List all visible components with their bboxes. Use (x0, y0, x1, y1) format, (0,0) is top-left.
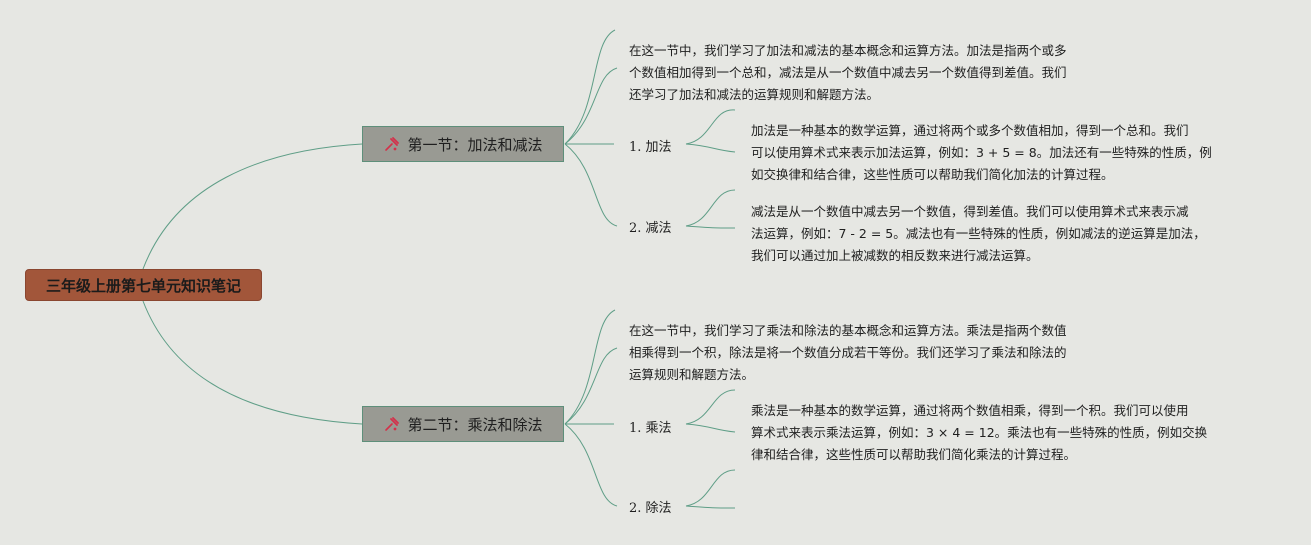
section-2-summary: 在这一节中，我们学习了乘法和除法的基本概念和运算方法。乘法是指两个数值 相乘得到… (629, 323, 1067, 382)
connector-s1-i1-detail (685, 109, 736, 145)
connector-s1-item-2 (564, 143, 618, 227)
subtopic-label-addition[interactable]: 1. 加法 (629, 140, 672, 155)
connector-s2-item-2 (564, 423, 618, 507)
connector-s2-summary (564, 309, 616, 425)
subtopic-detail-subtraction: 减法是从一个数值中减去另一个数值，得到差值。我们可以使用算术式来表示减 法运算，… (751, 204, 1206, 263)
connector-s2-i1-detail-b (685, 423, 736, 433)
connector-s1-summary (564, 29, 616, 145)
connector-s1-i2-detail (685, 189, 736, 227)
section-node-1[interactable]: 第一节：加法和减法 (362, 126, 564, 162)
connector-s1-i1-detail-b (685, 143, 736, 153)
subtopic-detail-addition: 加法是一种基本的数学运算，通过将两个或多个数值相加，得到一个总和。我们 可以使用… (751, 123, 1212, 182)
root-label: 三年级上册第七单元知识笔记 (45, 276, 241, 295)
connector-root-section-1 (142, 143, 363, 270)
section-label: 第二节：乘法和除法 (407, 415, 543, 434)
subtopic-label-division[interactable]: 2. 除法 (629, 501, 672, 516)
connector-s2-i2-detail-b (685, 505, 736, 509)
connector-s1-i2-detail-b (685, 225, 736, 229)
subtopic-detail-multiplication: 乘法是一种基本的数学运算，通过将两个数值相乘，得到一个积。我们可以使用 算术式来… (751, 403, 1208, 462)
section-node-2[interactable]: 第二节：乘法和除法 (362, 406, 564, 442)
root-node[interactable]: 三年级上册第七单元知识笔记 (25, 269, 262, 301)
pin-icon (383, 135, 401, 153)
connector-s2-summary-b (564, 347, 618, 425)
subtopic-label-multiplication[interactable]: 1. 乘法 (629, 421, 672, 436)
connector-s2-i2-detail (685, 469, 736, 507)
section-label: 第一节：加法和减法 (407, 135, 543, 154)
connector-s1-summary-b (564, 67, 618, 145)
connector-s2-i1-detail (685, 389, 736, 425)
section-1-summary: 在这一节中，我们学习了加法和减法的基本概念和运算方法。加法是指两个或多 个数值相… (629, 43, 1067, 102)
connector-root-section-2 (142, 300, 363, 425)
pin-icon (383, 415, 401, 433)
subtopic-label-subtraction[interactable]: 2. 减法 (629, 221, 672, 236)
